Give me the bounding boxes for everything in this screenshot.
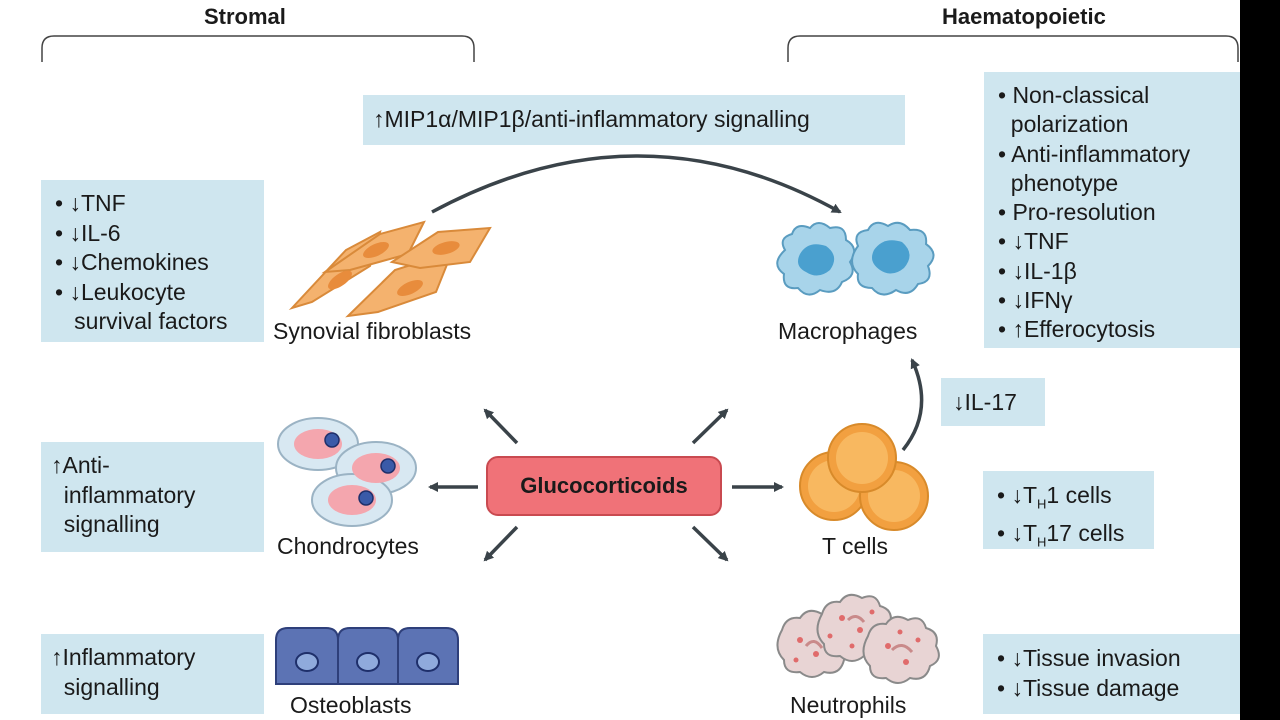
arrow-to-neutrophils-icon	[691, 525, 729, 562]
neutrophil-effect-item: • ↓Tissue invasion	[997, 645, 1181, 671]
diagram-canvas: Stromal Haematopoietic ↑MIP1α/MIP1β/anti…	[0, 0, 1240, 720]
top-effect-box: ↑MIP1α/MIP1β/anti-inflammatory signallin…	[363, 95, 905, 145]
chondrocyte-effect-line: inflammatory	[51, 481, 196, 508]
tcell-effect-item: • ↓TH17 cells	[997, 520, 1125, 550]
macrophage-effect-item: • Anti-inflammatory	[998, 140, 1191, 167]
fibroblast-effect-item: • ↓IL-6	[55, 219, 121, 246]
fibroblast-effect-item: • ↓Chemokines	[55, 249, 209, 275]
osteoblasts-label: Osteoblasts	[290, 692, 412, 718]
fibroblast-to-macrophage-arrow-icon	[431, 154, 842, 214]
haematopoietic-bracket-icon	[787, 35, 1239, 62]
il17-effect-text: ↓IL-17	[953, 389, 1017, 415]
arrow-to-macrophages-icon	[691, 408, 729, 445]
osteoblast-effects-box: ↑Inflammatory signalling	[41, 634, 264, 714]
macrophage-effect-item: • ↓IL-1β	[998, 257, 1077, 284]
osteoblast-effect-line: ↑Inflammatory	[51, 644, 196, 670]
t-cells-label: T cells	[822, 533, 889, 559]
il17-effect-box: ↓IL-17	[941, 378, 1045, 426]
osteoblast-effect-line: signalling	[51, 673, 160, 700]
tcell-effects-box: • ↓TH1 cells • ↓TH17 cells	[983, 471, 1154, 550]
macrophage-effect-item: • ↑Efferocytosis	[998, 316, 1156, 343]
synovial-fibroblasts-label: Synovial fibroblasts	[273, 318, 472, 344]
t-cell-icon	[799, 423, 929, 531]
chondrocyte-effect-line: ↑Anti-	[51, 452, 110, 478]
macrophage-effect-item: • ↓TNF	[998, 228, 1069, 255]
synovial-fibroblast-icon	[288, 220, 492, 318]
macrophage-effect-item: polarization	[998, 111, 1129, 138]
macrophages-label: Macrophages	[778, 318, 918, 344]
arrow-to-osteoblasts-icon	[483, 525, 519, 562]
neutrophil-effects-box: • ↓Tissue invasion • ↓Tissue damage	[983, 634, 1240, 714]
arrow-to-fibroblasts-icon	[483, 408, 519, 445]
chondrocytes-label: Chondrocytes	[277, 533, 419, 559]
macrophage-effects-box: • Non-classical polarization • Anti-infl…	[984, 72, 1240, 348]
macrophage-effect-item: phenotype	[998, 169, 1119, 196]
stromal-bracket-icon	[41, 35, 475, 62]
tcell-effect-item: • ↓TH1 cells	[997, 482, 1112, 512]
neutrophil-icon	[776, 593, 940, 684]
top-effect-text: ↑MIP1α/MIP1β/anti-inflammatory signallin…	[373, 106, 810, 132]
chondrocyte-effect-line: signalling	[51, 511, 160, 537]
fibroblast-effect-item: survival factors	[55, 308, 228, 334]
diagram-graphics	[41, 35, 1239, 685]
macrophage-effect-item: • Non-classical	[998, 82, 1150, 108]
macrophage-effect-item: • Pro-resolution	[998, 199, 1156, 226]
tcell-to-macrophage-arrow-icon	[901, 358, 924, 452]
fibroblast-effect-item: • ↓TNF	[55, 190, 126, 216]
neutrophil-effect-item: • ↓Tissue damage	[997, 674, 1180, 701]
glucocorticoids-label: Glucocorticoids	[520, 473, 688, 498]
chondrocyte-icon	[277, 417, 417, 527]
macrophage-icon	[776, 221, 935, 296]
chondrocyte-effects-box: ↑Anti- inflammatory signalling	[41, 442, 264, 552]
fibroblast-effect-item: • ↓Leukocyte	[55, 278, 186, 305]
macrophage-effect-item: • ↓IFNγ	[998, 287, 1073, 314]
osteoblast-icon	[275, 627, 459, 685]
stromal-heading: Stromal	[204, 4, 286, 29]
neutrophils-label: Neutrophils	[790, 692, 907, 718]
haematopoietic-heading: Haematopoietic	[942, 4, 1106, 29]
fibroblast-effects-box: • ↓TNF • ↓IL-6 • ↓Chemokines • ↓Leukocyt…	[41, 180, 264, 342]
glucocorticoids-node: Glucocorticoids	[486, 456, 722, 516]
